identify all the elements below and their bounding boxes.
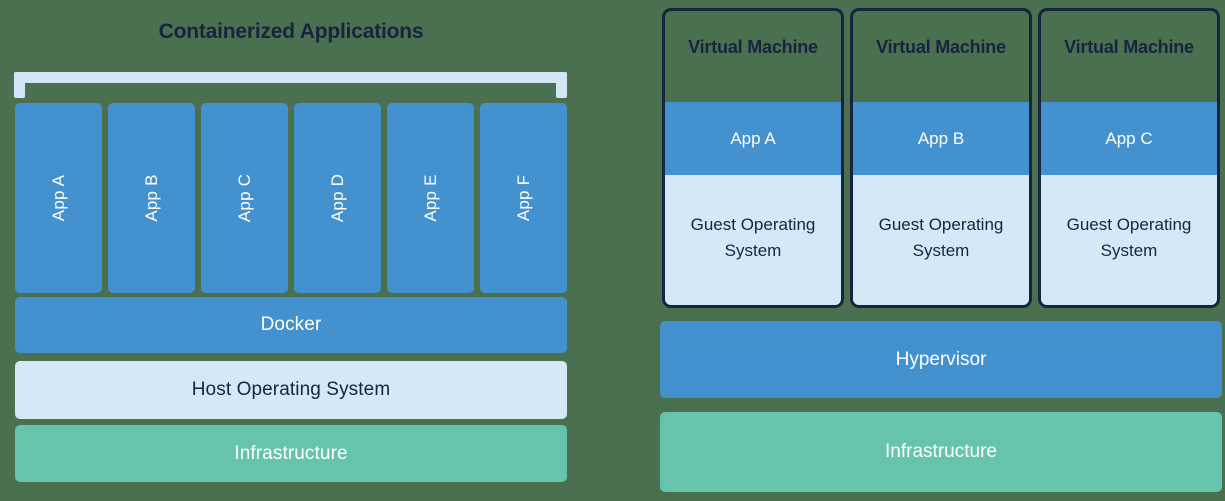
- container-app-label: App A: [48, 174, 68, 222]
- containerized-applications-title: Containerized Applications: [158, 20, 424, 43]
- bracket-stub-left: [14, 72, 25, 98]
- container-app-block[interactable]: App C: [201, 103, 288, 293]
- guest-operating-system-block[interactable]: Guest Operating System: [665, 175, 841, 305]
- host-operating-system-layer[interactable]: Host Operating System: [15, 361, 567, 419]
- container-app-label: App D: [327, 173, 347, 223]
- virtual-machine-architecture-panel: Virtual Machine App A Guest Operating Sy…: [655, 0, 1225, 501]
- container-app-block[interactable]: App F: [480, 103, 567, 293]
- virtual-machine-title: Virtual Machine: [688, 37, 818, 57]
- guest-operating-system-block[interactable]: Guest Operating System: [1041, 175, 1217, 305]
- container-app-block[interactable]: App D: [294, 103, 381, 293]
- virtual-machine-title: Virtual Machine: [876, 37, 1006, 57]
- virtual-machine-app-block[interactable]: App A: [665, 102, 841, 175]
- infrastructure-layer-right[interactable]: Infrastructure: [660, 412, 1222, 492]
- hypervisor-layer[interactable]: Hypervisor: [660, 321, 1222, 398]
- guest-operating-system-block[interactable]: Guest Operating System: [853, 175, 1029, 305]
- virtual-machines-row: Virtual Machine App A Guest Operating Sy…: [662, 8, 1220, 308]
- container-app-block[interactable]: App B: [108, 103, 195, 293]
- bracket-bar: [14, 72, 567, 83]
- bracket-stub-right: [556, 72, 567, 98]
- virtual-machine-app-block[interactable]: App B: [853, 102, 1029, 175]
- virtual-machine-card[interactable]: Virtual Machine App C Guest Operating Sy…: [1038, 8, 1220, 308]
- container-app-label: App B: [141, 174, 161, 222]
- virtual-machine-card[interactable]: Virtual Machine App A Guest Operating Sy…: [662, 8, 844, 308]
- container-app-block[interactable]: App A: [15, 103, 102, 293]
- infrastructure-layer-left[interactable]: Infrastructure: [15, 425, 567, 482]
- docker-layer[interactable]: Docker: [15, 297, 567, 353]
- container-app-label: App E: [420, 174, 440, 222]
- virtual-machine-title: Virtual Machine: [1064, 37, 1194, 57]
- container-architecture-panel: Containerized Applications App A App B A…: [0, 0, 600, 501]
- container-app-label: App F: [513, 174, 533, 222]
- app-group-bracket: [14, 72, 567, 100]
- container-apps-row: App A App B App C App D App E App F: [15, 103, 567, 293]
- container-app-block[interactable]: App E: [387, 103, 474, 293]
- virtual-machine-app-block[interactable]: App C: [1041, 102, 1217, 175]
- container-app-label: App C: [234, 173, 254, 223]
- virtual-machine-card[interactable]: Virtual Machine App B Guest Operating Sy…: [850, 8, 1032, 308]
